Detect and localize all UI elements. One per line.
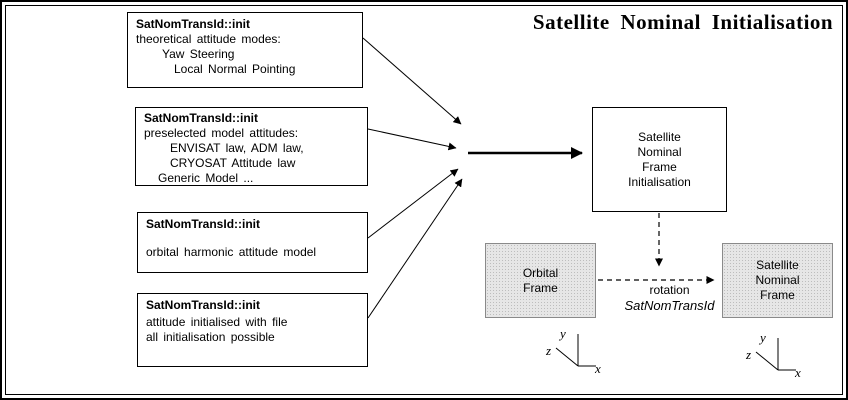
init-box-heading: SatNomTransId::init	[136, 17, 251, 31]
init-box-file: SatNomTransId::init attitude initialised…	[137, 293, 368, 367]
init-box-line: CRYOSAT Attitude law	[170, 156, 296, 170]
init-box-line: preselected model attitudes:	[144, 126, 299, 140]
init-box-line: Local Normal Pointing	[174, 62, 296, 76]
axis-label-y: y	[758, 330, 766, 345]
init-box-line: theoretical attitude modes:	[136, 32, 281, 46]
satellite-nominal-frame-line: Frame	[760, 288, 795, 302]
satellite-nominal-frame-line: Nominal	[755, 273, 800, 287]
rotation-label-group: rotation SatNomTransId	[602, 283, 737, 314]
satellite-nominal-frame-box: Satellite Nominal Frame	[722, 243, 833, 318]
snf-init-line: Satellite	[638, 129, 681, 144]
axis-label-x: x	[594, 361, 601, 376]
arrow-preselected-to-merge	[367, 128, 457, 151]
snf-init-line: Frame	[642, 159, 677, 174]
rotation-label: rotation	[649, 283, 690, 297]
arrow-theoretical-to-merge	[362, 37, 462, 125]
init-box-preselected-models: SatNomTransId::init preselected model at…	[135, 107, 368, 186]
init-box-line: attitude initialised with file	[146, 315, 288, 329]
init-box-line: Generic Model ...	[158, 171, 254, 185]
init-box-heading: SatNomTransId::init	[146, 217, 261, 231]
init-box-line: all initialisation possible	[146, 330, 275, 344]
diagram-title: Satellite Nominal Initialisation	[532, 10, 834, 34]
orbital-frame-line: Frame	[523, 280, 558, 295]
axis-label-z: z	[545, 343, 551, 358]
init-box-line: ENVISAT law, ADM law,	[170, 141, 304, 155]
init-box-heading: SatNomTransId::init	[146, 298, 261, 312]
arrow-file-to-merge	[367, 178, 463, 319]
init-box-theoretical-modes: SatNomTransId::init theoretical attitude…	[127, 12, 363, 88]
axis-label-z: z	[745, 347, 751, 362]
snf-init-line: Nominal	[637, 144, 682, 159]
orbital-frame-line: Orbital	[522, 265, 559, 280]
init-box-line: orbital harmonic attitude model	[146, 245, 317, 259]
satellite-nominal-frame-line: Satellite	[756, 258, 799, 272]
axis-label-y: y	[558, 326, 566, 341]
axes-icon-satellite-nominal-frame: y z x	[745, 330, 801, 380]
init-box-heading: SatNomTransId::init	[144, 111, 259, 125]
satellite-nominal-frame-initialisation-box: Satellite Nominal Frame Initialisation	[592, 107, 727, 212]
orbital-frame-box: Orbital Frame	[485, 243, 596, 318]
snf-init-line: Initialisation	[628, 174, 691, 189]
arrow-harmonic-to-merge	[367, 168, 459, 239]
rotation-transform-label: SatNomTransId	[624, 298, 715, 313]
init-box-orbital-harmonic: SatNomTransId::init orbital harmonic att…	[137, 212, 368, 273]
axis-label-x: x	[794, 365, 801, 380]
axes-icon-orbital-frame: y z x	[545, 326, 601, 376]
init-box-line: Yaw Steering	[162, 47, 235, 61]
